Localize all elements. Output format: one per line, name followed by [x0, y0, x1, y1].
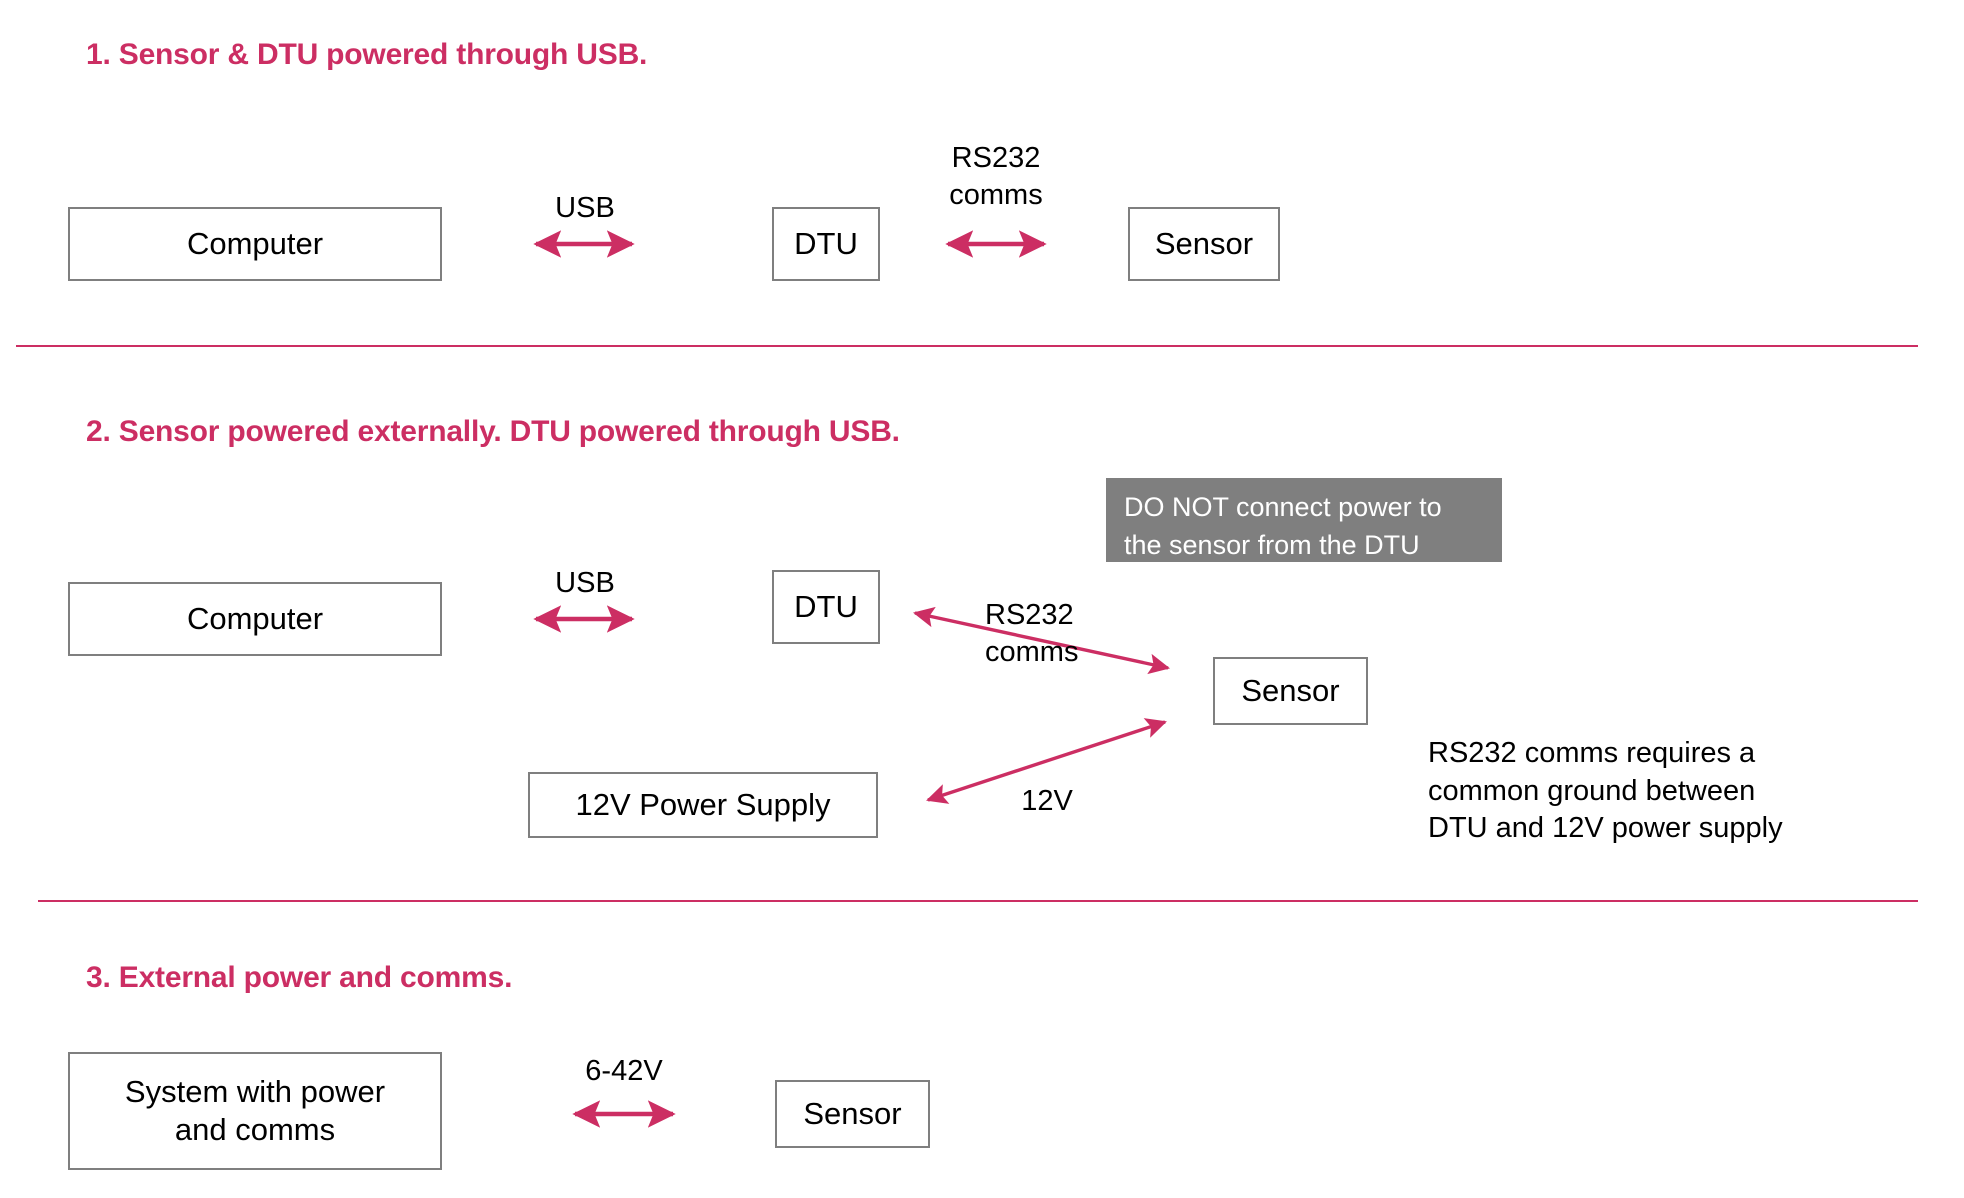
section-3-node-system[interactable]: System with power and comms [68, 1052, 442, 1170]
section-2-node-computer[interactable]: Computer [68, 582, 442, 656]
section-2-heading: 2. Sensor powered externally. DTU powere… [86, 415, 900, 448]
section-2-edge-label-rs232: RS232 comms [985, 599, 1079, 668]
section-divider-2 [38, 900, 1918, 902]
section-3-edge-label-voltage: 6-42V [585, 1055, 663, 1087]
section-1-heading: 1. Sensor & DTU powered through USB. [86, 38, 648, 71]
section-3-node-sensor[interactable]: Sensor [775, 1080, 930, 1148]
section-2-node-dtu[interactable]: DTU [772, 570, 880, 644]
section-2-edge-label-usb: USB [555, 567, 615, 599]
section-2-warning-callout: DO NOT connect power to the sensor from … [1106, 478, 1502, 562]
section-divider-1 [16, 345, 1918, 347]
section-2-node-sensor[interactable]: Sensor [1213, 657, 1368, 725]
section-1-node-dtu[interactable]: DTU [772, 207, 880, 281]
section-2-ground-note: RS232 comms requires a common ground bet… [1428, 737, 1783, 845]
section-1-edge-label-usb: USB [555, 192, 615, 224]
section-3-heading: 3. External power and comms. [86, 961, 513, 994]
section-1-edge-label-rs232: RS232 comms [949, 142, 1043, 211]
section-1-node-computer[interactable]: Computer [68, 207, 442, 281]
section-2-edge-label-12v: 12V [1021, 785, 1073, 817]
section-2-node-power-supply[interactable]: 12V Power Supply [528, 772, 878, 838]
section-1-node-sensor[interactable]: Sensor [1128, 207, 1280, 281]
